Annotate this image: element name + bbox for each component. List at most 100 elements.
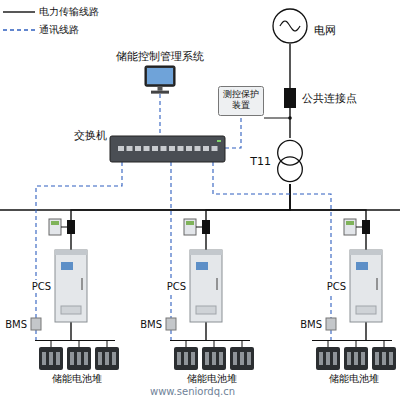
- grid-source-shape: [272, 8, 308, 44]
- node-label: 储能电池堆: [51, 372, 103, 385]
- battery-cell: [333, 352, 337, 365]
- switch-port: [135, 146, 141, 151]
- legend-text: 通讯线路: [39, 24, 79, 36]
- battery-drop: [51, 341, 52, 348]
- battery-cell: [389, 352, 393, 365]
- battery-stack: 储能电池堆: [35, 340, 119, 370]
- switch-port: [203, 146, 209, 151]
- bms-box: BMS: [326, 318, 336, 330]
- meter-screen: [51, 221, 59, 225]
- battery-drop: [328, 341, 329, 348]
- battery-stack: 储能电池堆: [170, 340, 254, 370]
- battery-drop: [107, 341, 108, 348]
- battery-cell: [233, 352, 237, 365]
- meter-symbol: [49, 219, 61, 235]
- battery-bus: [170, 340, 250, 341]
- bms-box-shape: [326, 318, 336, 330]
- cabinet-display: [196, 262, 208, 270]
- meter-symbol: [344, 219, 356, 235]
- battery-body: [372, 347, 396, 370]
- network-switch: 交换机: [110, 136, 225, 162]
- battery-drop: [79, 341, 80, 348]
- legend: 电力传输线路通讯线路: [2, 3, 99, 39]
- breaker-box: 公共连接点: [284, 88, 296, 108]
- bms-body: [326, 318, 336, 330]
- switch-port: [169, 146, 175, 151]
- bms-box-shape: [31, 318, 41, 330]
- battery-bus: [35, 340, 115, 341]
- cabinet-vent: [196, 306, 216, 314]
- battery-cell: [219, 352, 223, 365]
- meter-wire: [356, 227, 362, 228]
- battery-bus: [312, 340, 392, 341]
- comm-line: [159, 94, 160, 136]
- switch-port: [178, 146, 184, 151]
- battery-cell: [184, 352, 188, 365]
- cabinet-vent: [356, 306, 376, 314]
- cabinet-body: [190, 250, 222, 322]
- comm-line: [225, 116, 241, 148]
- battery-cell: [70, 352, 74, 365]
- node-label: BMS: [4, 318, 28, 331]
- cabinet-handle: [376, 278, 378, 290]
- power-line: [71, 184, 290, 250]
- node-label: 电网: [313, 24, 337, 37]
- battery-cell: [212, 352, 216, 365]
- battery-cell: [49, 352, 53, 365]
- battery-body: [39, 347, 63, 370]
- node-label: T11: [249, 155, 272, 168]
- cabinet-handle: [81, 278, 83, 290]
- bms-box: BMS: [166, 318, 176, 330]
- battery-drop: [214, 341, 215, 348]
- battery-cell: [326, 352, 330, 365]
- monitor-icon: 储能控制管理系统: [145, 66, 175, 94]
- battery-body: [174, 347, 198, 370]
- battery-body: [202, 347, 226, 370]
- comm-line: [35, 330, 36, 340]
- bms-box-shape: [166, 318, 176, 330]
- device-tap-wire: [264, 118, 290, 119]
- battery-cell: [177, 352, 181, 365]
- cabinet-top: [55, 250, 87, 255]
- device-body: [219, 87, 264, 116]
- battery-drop: [384, 341, 385, 348]
- cabinet-body: [350, 250, 382, 322]
- battery-cell: [105, 352, 109, 365]
- node-label: 公共连接点: [301, 92, 358, 105]
- cabinet-top: [190, 250, 222, 255]
- cabinet-body: [55, 250, 87, 322]
- node-label: PCS: [326, 280, 347, 293]
- cabinet-vent: [61, 306, 81, 314]
- cabinet-top: [350, 250, 382, 255]
- battery-cell: [112, 352, 116, 365]
- comm-line: [330, 330, 331, 340]
- switch-port: [144, 146, 150, 151]
- battery-cell: [375, 352, 379, 365]
- battery-body: [230, 347, 254, 370]
- battery-stack-shape: [312, 340, 396, 370]
- pcs-cabinet: PCS: [55, 250, 87, 322]
- node-label: BMS: [299, 318, 323, 331]
- battery-cell: [56, 352, 60, 365]
- battery-body: [95, 347, 119, 370]
- battery-body: [67, 347, 91, 370]
- battery-drop: [356, 341, 357, 348]
- transformer-shape: [276, 138, 304, 184]
- switch-led: [217, 140, 221, 142]
- battery-stack-shape: [35, 340, 119, 370]
- monitor-icon-shape: [145, 66, 175, 94]
- sine-symbol: [280, 21, 300, 31]
- switch-body: [110, 136, 225, 162]
- network-switch-shape: [110, 136, 225, 162]
- legend-line: [3, 29, 35, 30]
- monitor-base: [151, 91, 169, 94]
- pcs-cabinet: PCS: [350, 250, 382, 322]
- battery-body: [344, 347, 368, 370]
- meter-wire: [196, 227, 202, 228]
- power-line: [365, 322, 366, 340]
- battery-cell: [84, 352, 88, 365]
- legend-line: [3, 11, 35, 12]
- legend-row: 通讯线路: [2, 21, 99, 39]
- cabinet-display: [356, 262, 368, 270]
- comm-line: [170, 162, 171, 318]
